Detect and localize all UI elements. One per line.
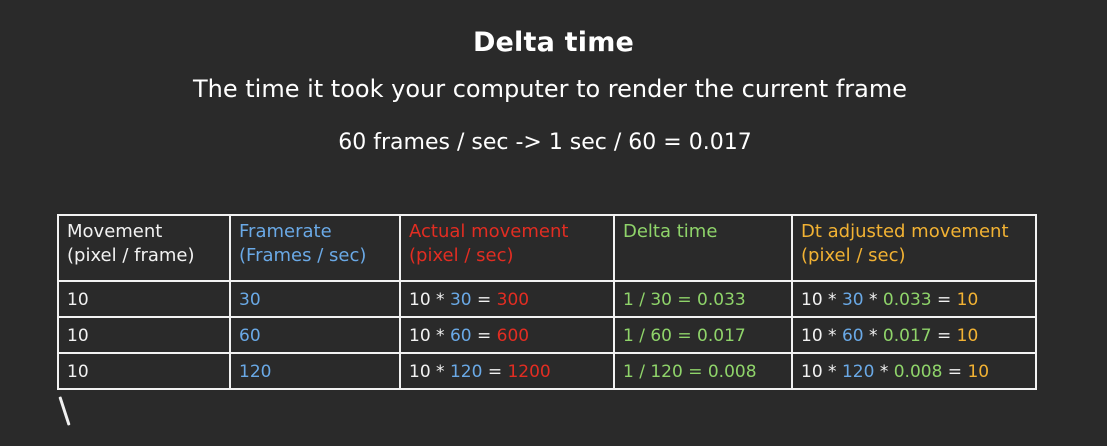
cell-actual-movement: 10 * 30 = 300 [399,280,615,318]
cell-delta-time: 1 / 60 = 0.017 [613,316,793,354]
adjusted-result: 10 [967,362,990,382]
adjusted-eq: = [936,290,952,310]
table-row: 10 30 10 * 30 = 300 1 / 30 = 0.033 10 * … [57,280,1037,318]
actual-fps: 30 [449,290,472,310]
actual-base: 10 [409,290,431,310]
actual-base: 10 [409,362,431,382]
header-movement: Movement (pixel / frame) [57,214,231,282]
adjusted-op1: * [828,326,837,346]
cell-framerate: 60 [229,316,401,354]
header-dt-adjusted-unit: (pixel / sec) [801,245,906,266]
actual-result: 1200 [507,362,551,382]
actual-op: * [436,326,445,346]
cell-dt-adjusted: 10 * 120 * 0.008 = 10 [791,352,1037,390]
header-dt-adjusted-title: Dt adjusted movement [801,221,1009,242]
adjusted-fps: 30 [841,290,864,310]
actual-fps: 120 [449,362,483,382]
actual-op: * [436,362,445,382]
cell-dt-adjusted: 10 * 60 * 0.017 = 10 [791,316,1037,354]
table-header-row: Movement (pixel / frame) Framerate (Fram… [57,214,1037,282]
adjusted-fps: 120 [841,362,875,382]
header-delta-time-title: Delta time [623,221,718,242]
cell-actual-movement: 10 * 60 = 600 [399,316,615,354]
header-delta-time: Delta time [613,214,793,282]
adjusted-eq: = [936,326,952,346]
header-movement-unit: (pixel / frame) [67,245,195,266]
table-row: 10 60 10 * 60 = 600 1 / 60 = 0.017 10 * … [57,316,1037,354]
cell-framerate: 30 [229,280,401,318]
adjusted-op2: * [879,362,889,382]
cell-delta-time: 1 / 120 = 0.008 [613,352,793,390]
framerate-formula: 60 frames / sec -> 1 sec / 60 = 0.017 [338,130,752,155]
adjusted-result: 10 [956,326,979,346]
adjusted-base: 10 [801,362,823,382]
cell-framerate: 120 [229,352,401,390]
cell-actual-movement: 10 * 120 = 1200 [399,352,615,390]
adjusted-op2: * [869,326,878,346]
adjusted-op2: * [869,290,878,310]
adjusted-dt: 0.017 [882,326,932,346]
header-framerate: Framerate (Frames / sec) [229,214,401,282]
actual-eq: = [487,362,503,382]
actual-op: * [436,290,445,310]
adjusted-dt: 0.033 [882,290,932,310]
text-cursor [58,396,71,426]
header-framerate-unit: (Frames / sec) [239,245,367,266]
slide-subtitle: The time it took your computer to render… [192,75,908,103]
header-actual-movement-title: Actual movement [409,221,569,242]
header-framerate-title: Framerate [239,221,332,242]
actual-result: 300 [496,290,530,310]
adjusted-op1: * [828,362,837,382]
actual-fps: 60 [449,326,472,346]
slide-title: Delta time [472,27,635,58]
adjusted-op1: * [828,290,837,310]
adjusted-fps: 60 [841,326,864,346]
header-actual-movement-unit: (pixel / sec) [409,245,514,266]
actual-eq: = [477,326,492,346]
table-row: 10 120 10 * 120 = 1200 1 / 120 = 0.008 1… [57,352,1037,390]
cell-delta-time: 1 / 30 = 0.033 [613,280,793,318]
cell-movement: 10 [57,316,231,354]
cell-dt-adjusted: 10 * 30 * 0.033 = 10 [791,280,1037,318]
cell-movement: 10 [57,352,231,390]
adjusted-base: 10 [801,326,823,346]
header-actual-movement: Actual movement (pixel / sec) [399,214,615,282]
adjusted-dt: 0.008 [893,362,943,382]
cell-movement: 10 [57,280,231,318]
actual-eq: = [477,290,492,310]
actual-base: 10 [409,326,431,346]
adjusted-base: 10 [801,290,823,310]
actual-result: 600 [496,326,530,346]
adjusted-eq: = [947,362,963,382]
header-dt-adjusted: Dt adjusted movement (pixel / sec) [791,214,1037,282]
header-movement-title: Movement [67,221,163,242]
delta-time-table: Movement (pixel / frame) Framerate (Fram… [57,214,1037,390]
adjusted-result: 10 [956,290,979,310]
